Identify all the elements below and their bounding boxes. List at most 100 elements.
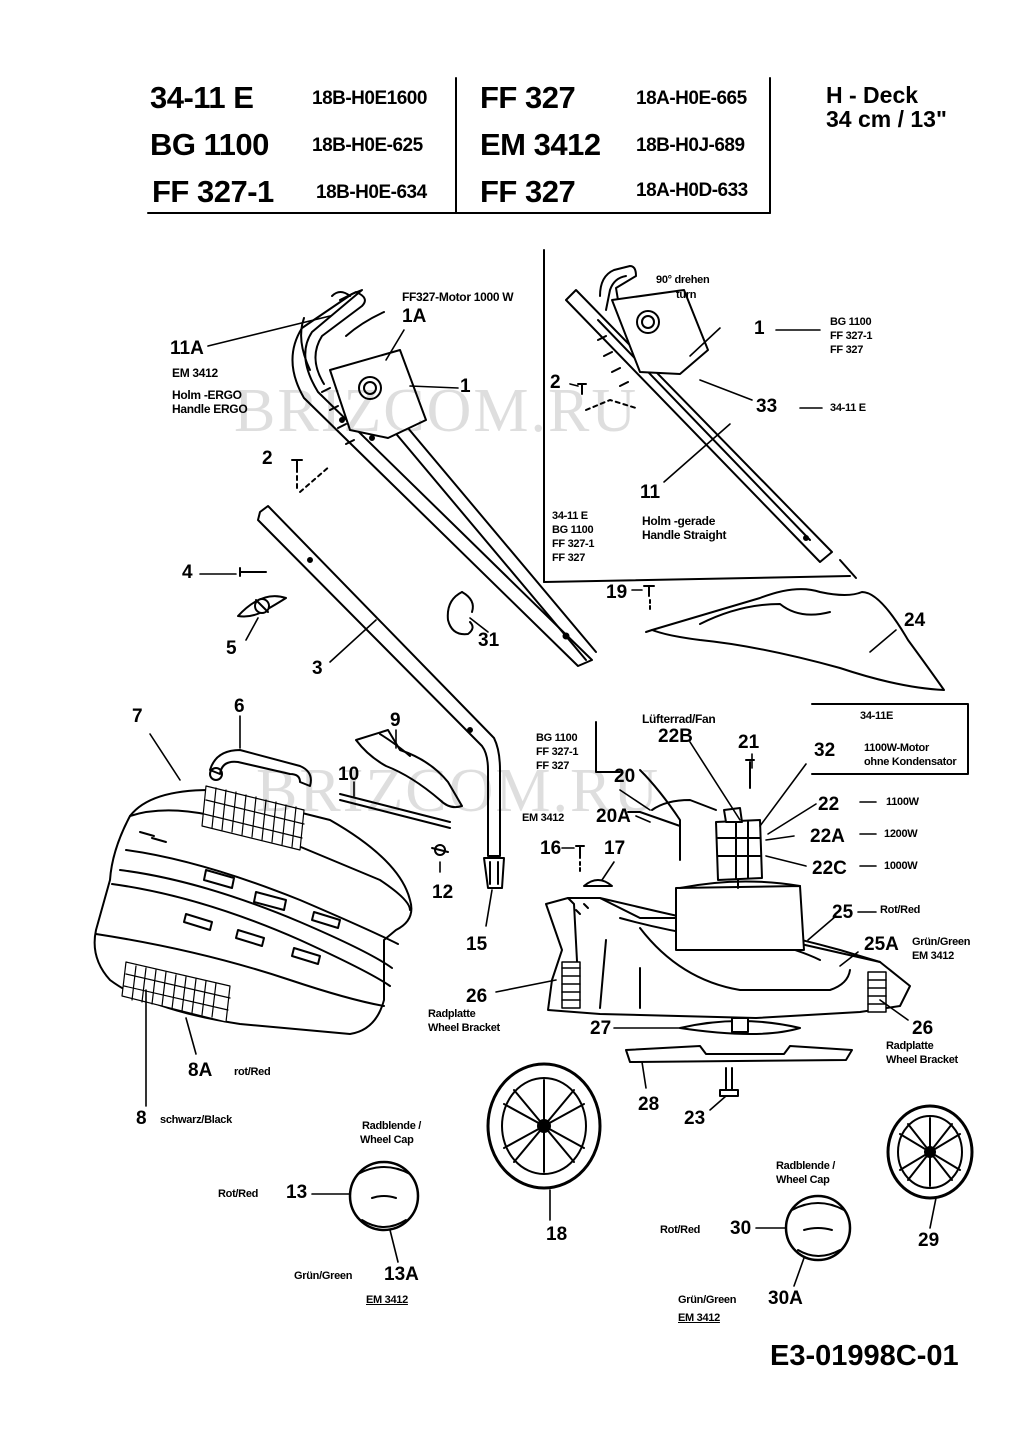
model-code: 18A-H0E-665 <box>636 88 747 109</box>
label: Rot/Red <box>660 1224 701 1236</box>
label: Lüfterrad/Fan <box>642 712 716 726</box>
label: 1000W <box>884 860 918 872</box>
part-number: 1A <box>402 306 427 327</box>
washer-17 <box>583 879 613 887</box>
label: Radplatte <box>428 1008 476 1020</box>
part-number: 29 <box>918 1230 940 1251</box>
label: rot/Red <box>234 1066 271 1078</box>
label: BG 1100 <box>830 316 872 328</box>
bolt-23 <box>719 1067 739 1097</box>
rod-10 <box>339 793 451 829</box>
cover-24 <box>645 588 945 691</box>
model-name: FF 327 <box>480 174 576 209</box>
part-number: 10 <box>338 764 360 785</box>
label: schwarz/Black <box>160 1114 232 1126</box>
part-number: 13 <box>286 1182 308 1203</box>
wheel-18 <box>486 1062 602 1190</box>
part-number: 24 <box>904 610 926 631</box>
model-name: EM 3412 <box>480 127 601 162</box>
label: Wheel Cap <box>360 1134 414 1146</box>
part-number: 28 <box>638 1094 660 1115</box>
label: BG 1100 <box>552 524 594 536</box>
part-number: 6 <box>234 696 245 717</box>
part-number: 27 <box>590 1018 612 1039</box>
part-number: 11A <box>170 338 204 359</box>
label: Radblende / <box>776 1160 836 1172</box>
label: 90° drehen <box>656 274 710 286</box>
label: Grün/Green <box>678 1294 737 1306</box>
label: Handle Straight <box>642 528 727 542</box>
grille-top <box>201 785 305 851</box>
part-number: 20 <box>614 766 636 787</box>
screw-2-left <box>291 459 331 493</box>
deck-size: 34 cm / 13" <box>826 106 947 132</box>
screw-16 <box>575 845 585 875</box>
part-number: 3 <box>312 658 323 679</box>
part-number: 33 <box>756 396 778 417</box>
label: Holm -gerade <box>642 514 716 528</box>
part-number: 21 <box>738 732 760 753</box>
screw-2-right <box>577 383 637 411</box>
label: Wheel Bracket <box>886 1054 958 1066</box>
part-number: 32 <box>814 740 836 761</box>
fan-27 <box>679 1017 801 1035</box>
label: Rot/Red <box>218 1188 259 1200</box>
cable-clip <box>446 591 474 636</box>
part-number: 13A <box>384 1264 419 1285</box>
handle-end-cap <box>483 857 505 889</box>
part-number: 1 <box>460 376 471 397</box>
wheel-29 <box>886 1104 974 1200</box>
model-code: 18A-H0D-633 <box>636 180 748 201</box>
carry-handle <box>209 749 312 787</box>
screw-19 <box>643 585 655 611</box>
label: FF 327 <box>552 552 586 564</box>
part-number: 23 <box>684 1108 706 1129</box>
label: Handle ERGO <box>172 402 248 416</box>
part-number: 18 <box>546 1224 568 1245</box>
label: Rot/Red <box>880 904 921 916</box>
model-box-20 <box>595 721 621 773</box>
wheel-bracket-left <box>561 961 581 1009</box>
part-number: 26 <box>466 986 488 1007</box>
label: EM 3412 <box>912 950 954 962</box>
mower-deck <box>545 880 911 1019</box>
part-number: 30A <box>768 1288 803 1309</box>
label: 34-11 E <box>830 402 866 414</box>
model-name: 34-11 E <box>150 80 254 115</box>
inset-frame <box>543 249 851 583</box>
part-number: 15 <box>466 934 488 955</box>
part-number: 22C <box>812 858 847 879</box>
part-number: 1 <box>754 318 765 339</box>
label: Wheel Bracket <box>428 1022 500 1034</box>
part-number: 31 <box>478 630 500 651</box>
part-number: 20A <box>596 806 631 827</box>
model-code: 18B-H0E-625 <box>312 135 423 156</box>
document-number: E3-01998C-01 <box>770 1340 959 1372</box>
leader-lines <box>145 315 937 1287</box>
part-number: 22A <box>810 826 845 847</box>
info-box <box>811 703 969 775</box>
deck-title: H - Deck <box>826 82 919 108</box>
part-number: 5 <box>226 638 237 659</box>
part-number: 12 <box>432 882 454 903</box>
label: Holm -ERGO <box>172 388 242 402</box>
label: Radblende / <box>362 1120 422 1132</box>
handle-ergo <box>291 289 597 667</box>
part-number: 8A <box>188 1060 213 1081</box>
part-number: 19 <box>606 582 628 603</box>
part-number: 16 <box>540 838 562 859</box>
label: BG 1100 <box>536 732 578 744</box>
part-number: 22B <box>658 726 693 747</box>
label: ohne Kondensator <box>864 756 957 768</box>
model-name: FF 327 <box>480 80 576 115</box>
model-code: 18B-H0E-634 <box>316 182 427 203</box>
label: Grün/Green <box>294 1270 353 1282</box>
bolt-4 <box>239 567 267 577</box>
label: FF327-Motor 1000 W <box>402 290 514 304</box>
label: 1100W <box>886 796 919 808</box>
part-number: 8 <box>136 1108 147 1129</box>
label: Grün/Green <box>912 936 971 948</box>
model-name: FF 327-1 <box>152 174 274 209</box>
lower-handle <box>257 505 501 857</box>
